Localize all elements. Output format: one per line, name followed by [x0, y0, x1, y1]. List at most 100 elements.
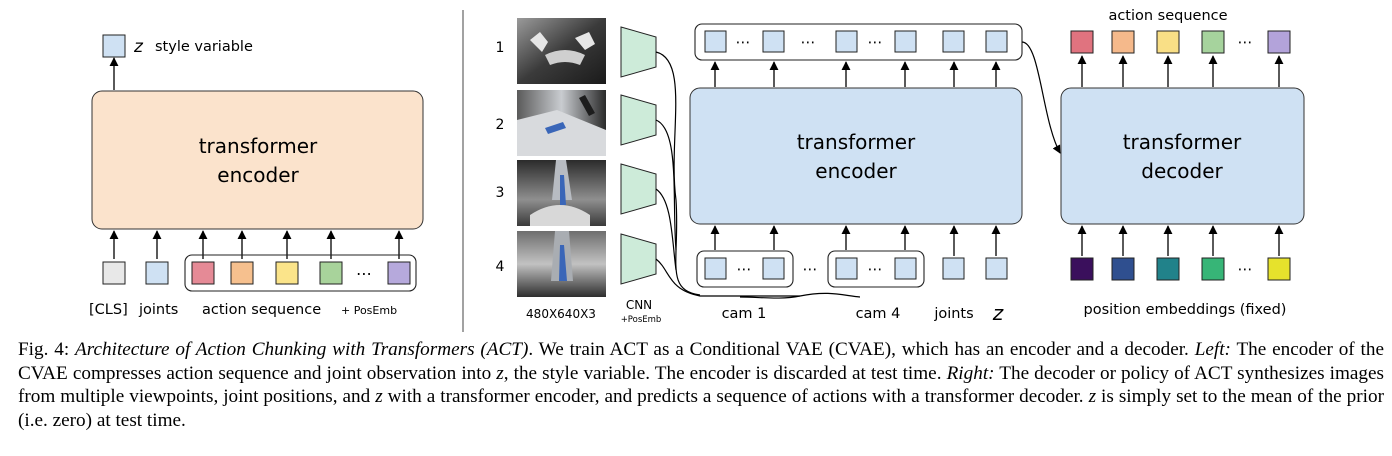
cnn-connector	[655, 188, 677, 271]
encoder-output-token	[894, 30, 917, 53]
camera-image-1	[517, 18, 606, 84]
left-transformer-encoder	[91, 90, 424, 230]
cnn-block	[620, 233, 657, 285]
right-encoder-label-2: encoder	[815, 159, 897, 183]
cnn-label: CNN	[626, 298, 652, 312]
style-variable-label: style variable	[155, 39, 253, 55]
image-size-label: 480X640X3	[526, 307, 596, 321]
posemb-label: + PosEmb	[341, 304, 397, 317]
ellipsis: ⋯	[736, 33, 751, 51]
cam1-token	[762, 257, 785, 280]
action-output-token	[1111, 30, 1135, 54]
caption-text: is simply set to the mean of the prior (…	[18, 386, 1384, 431]
figure-caption: Fig. 4: Architecture of Action Chunking …	[18, 338, 1384, 432]
caption-title: Architecture of Action Chunking with Tra…	[75, 339, 529, 360]
image-number: 3	[496, 185, 505, 201]
action-token	[230, 261, 254, 285]
caption-left-word: Left:	[1194, 339, 1231, 360]
caption-text: , the style variable. The encoder is dis…	[503, 362, 947, 384]
ellipsis: ⋯	[1238, 33, 1253, 51]
encoder-to-decoder-arrow	[1021, 41, 1061, 154]
camera-image-2	[517, 90, 606, 156]
encoder-output-token	[704, 30, 727, 53]
joints-label: joints	[138, 302, 178, 318]
cam1-token	[704, 257, 727, 280]
cls-token	[102, 261, 126, 285]
action-sequence-label: action sequence	[1108, 8, 1227, 24]
caption-text: with a transformer encoder, and predicts…	[382, 386, 1089, 407]
position-embeddings-label: position embeddings (fixed)	[1084, 302, 1287, 318]
cam4-token	[835, 257, 858, 280]
caption-z: z	[496, 362, 504, 384]
image-number: 2	[496, 117, 505, 133]
position-embedding-token	[1111, 257, 1135, 281]
camera-image-3	[517, 160, 606, 226]
z-label: z	[992, 301, 1004, 325]
position-embedding-token	[1070, 257, 1094, 281]
cnn-posemb-label: +PosEmb	[621, 315, 662, 325]
fig-label: Fig. 4:	[18, 339, 76, 360]
style-variable-token	[102, 34, 126, 58]
caption-text: The encoder of the CVAE compresses actio…	[18, 339, 1384, 384]
cam1-label: cam 1	[722, 306, 767, 322]
joints-label: joints	[933, 306, 973, 322]
cam4-token	[894, 257, 917, 280]
caption-text: . We train ACT as a Conditional VAE (CVA…	[528, 339, 1195, 360]
action-sequence-label: action sequence	[202, 302, 321, 318]
action-output-token	[1201, 30, 1225, 54]
caption-z: z	[1088, 386, 1097, 407]
cnn-connector	[655, 51, 701, 296]
action-token	[191, 261, 215, 285]
left-encoder-label-1: transformer	[199, 134, 318, 158]
position-embedding-token	[1267, 257, 1291, 281]
cam4-label: cam 4	[856, 306, 901, 322]
cnn-block	[620, 26, 657, 78]
ellipsis: ⋯	[356, 264, 372, 283]
image-number: 4	[496, 259, 505, 275]
action-token	[387, 261, 411, 285]
action-token	[319, 261, 343, 285]
cam-merge-connector	[739, 292, 861, 299]
cnn-connector	[655, 119, 677, 251]
ellipsis: ⋯	[868, 33, 883, 51]
cnn-connector	[655, 258, 800, 297]
ellipsis: ⋯	[868, 260, 883, 278]
cnn-block	[620, 94, 657, 146]
decoder-label-1: transformer	[1123, 130, 1242, 154]
action-token	[275, 261, 299, 285]
left-panel-cvae-encoder: z style variable transformer encoder ⋯ […	[89, 34, 424, 318]
encoder-output-token	[942, 30, 965, 53]
action-output-token	[1070, 30, 1094, 54]
encoder-output-token	[762, 30, 785, 53]
caption-z: z	[375, 386, 383, 407]
style-z-symbol: z	[133, 37, 144, 57]
z-token	[985, 257, 1008, 280]
caption-right-word: Right:	[946, 362, 995, 384]
encoder-output-token	[985, 30, 1008, 53]
ellipsis: ⋯	[1238, 260, 1253, 278]
cls-label: [CLS]	[89, 302, 128, 318]
position-embedding-token	[1156, 257, 1180, 281]
right-encoder-label-1: transformer	[797, 130, 916, 154]
ellipsis: ⋯	[737, 260, 752, 278]
image-number: 1	[496, 40, 505, 56]
act-architecture-diagram: z style variable transformer encoder ⋯ […	[89, 8, 1305, 332]
joints-token	[942, 257, 965, 280]
right-transformer-encoder	[689, 87, 1023, 225]
position-embedding-token	[1201, 257, 1225, 281]
cam4-token-group	[827, 250, 925, 288]
action-sequence-group	[184, 254, 417, 292]
cnn-block	[620, 163, 657, 215]
ellipsis: ⋯	[803, 260, 818, 278]
action-output-token	[1267, 30, 1291, 54]
cam1-token-group	[696, 250, 794, 288]
joints-token	[145, 261, 169, 285]
left-encoder-label-2: encoder	[217, 163, 299, 187]
decoder-label-2: decoder	[1141, 159, 1223, 183]
right-panel-cvae-decoder: 1 2 3 4 480X640X3	[496, 8, 1305, 325]
caption-text: The decoder or policy of ACT synthesizes…	[18, 362, 1384, 408]
camera-image-4	[517, 231, 606, 297]
encoder-output-token	[835, 30, 858, 53]
action-output-token	[1156, 30, 1180, 54]
ellipsis: ⋯	[801, 33, 816, 51]
